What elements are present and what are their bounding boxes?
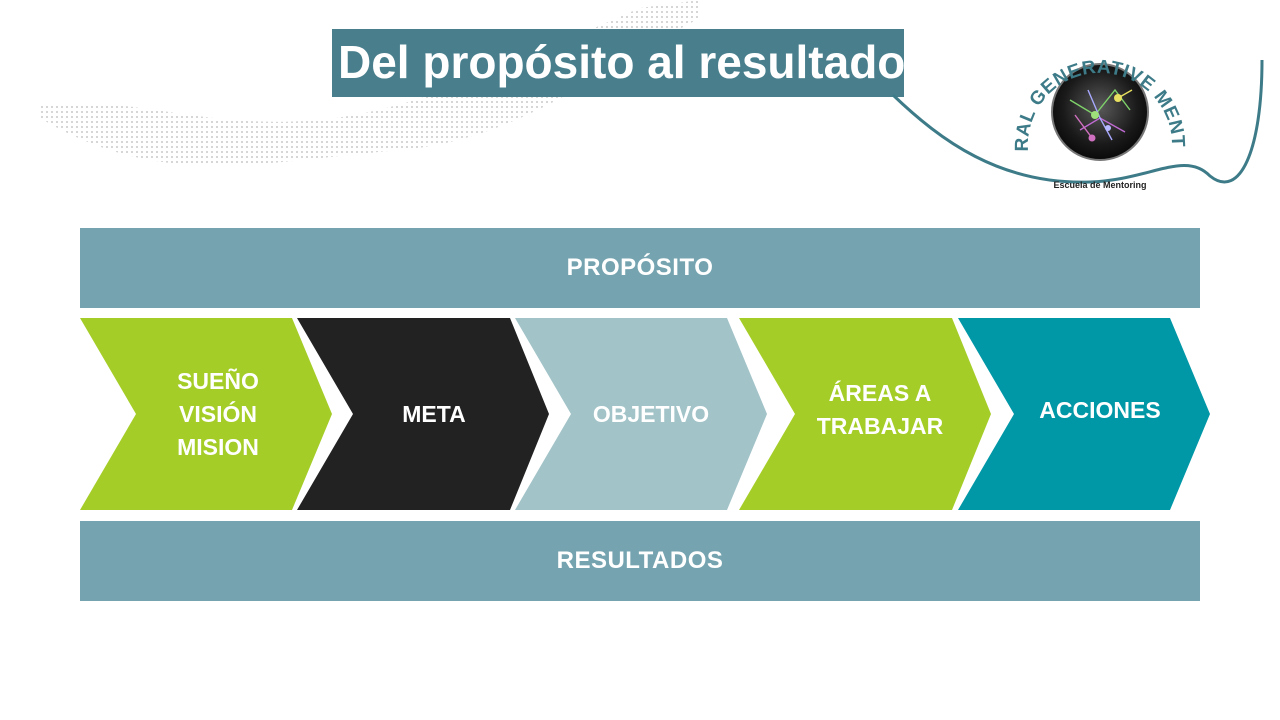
integral-generative-mentoring-logo: INTEGRAL GENERATIVE MENTORING Escuela de… (1000, 20, 1188, 190)
page-title: Del propósito al resultado (338, 36, 906, 88)
chevron-step-3 (515, 318, 767, 510)
process-chevrons (80, 318, 1210, 510)
logo-school-text: Escuela de Mentoring (1053, 180, 1146, 190)
step-2-label: META (353, 318, 515, 511)
step-3-line-1: OBJETIVO (592, 401, 710, 427)
step-2-line-1: META (402, 401, 466, 427)
step-4-line-2: TRABAJAR (816, 412, 944, 439)
step-1-line-3: MISION (177, 434, 259, 460)
step-1-label: SUEÑO VISIÓN MISION (136, 318, 300, 511)
step-4-line-1: ÁREAS A (828, 379, 932, 406)
step-5-line-1: ACCIONES (1039, 397, 1161, 423)
chevron-step-5 (958, 318, 1210, 510)
results-label: RESULTADOS (556, 547, 724, 574)
dotted-wave-decoration (40, 0, 700, 166)
chevron-step-2 (297, 318, 549, 510)
step-1-line-2: VISIÓN (179, 401, 257, 427)
step-1-line-1: SUEÑO (177, 368, 259, 394)
chevron-step-4 (739, 318, 991, 510)
step-5-label: ACCIONES (1014, 314, 1186, 507)
chevron-step-1 (80, 318, 332, 510)
step-3-label: OBJETIVO (571, 318, 731, 511)
results-band: RESULTADOS (80, 521, 1200, 601)
purpose-band: PROPÓSITO (80, 228, 1200, 308)
purpose-label: PROPÓSITO (566, 254, 714, 281)
step-4-label: ÁREAS A TRABAJAR (795, 313, 965, 506)
title-banner (332, 29, 904, 97)
